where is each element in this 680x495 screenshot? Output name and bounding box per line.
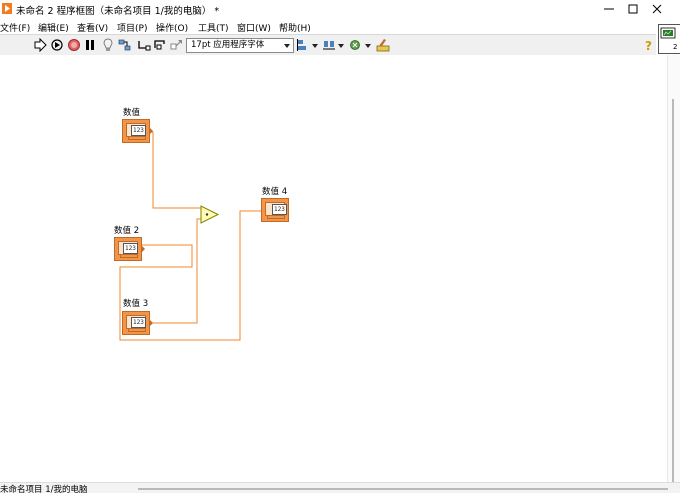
numeric-type-badge: 123	[131, 125, 146, 136]
menu-file[interactable]: 文件(F)	[0, 24, 31, 34]
numeric-type-badge: 123	[123, 243, 138, 254]
menu-help[interactable]: 帮助(H)	[279, 24, 311, 34]
menu-tools[interactable]: 工具(T)	[198, 24, 229, 34]
vi-icon[interactable]: 2	[658, 24, 680, 54]
menu-operate[interactable]: 操作(O)	[156, 24, 189, 34]
numeric-indicator-4[interactable]: 123	[261, 198, 289, 222]
project-path: 未命名项目 1/我的电脑	[0, 485, 88, 495]
numeric-type-badge: 123	[131, 317, 146, 328]
retain-wire-icon[interactable]	[118, 38, 132, 52]
close-icon	[652, 4, 662, 14]
numeric-control-2[interactable]: 123	[114, 237, 145, 261]
wire-numeric-1	[150, 131, 202, 209]
wire-numeric-3	[150, 218, 202, 324]
title-bar: 未命名 2 程序框图（未命名项目 1/我的电脑） *	[0, 0, 680, 18]
vertical-scrollbar[interactable]	[667, 55, 680, 485]
step-out-icon[interactable]	[169, 38, 183, 52]
run-arrow-icon[interactable]	[33, 38, 47, 52]
numeric-type-badge: 123	[272, 204, 287, 215]
font-selector-value: 17pt 应用程序字体	[191, 40, 265, 50]
status-bar: 未命名项目 1/我的电脑	[0, 482, 680, 495]
run-continuous-icon[interactable]	[50, 38, 64, 52]
block-diagram-canvas[interactable]: 数值 123 数值 2 123 数值 3 123 数值 4 123	[0, 55, 667, 482]
maximize-button[interactable]	[610, 0, 656, 18]
numeric-control-1[interactable]: 123	[122, 119, 153, 143]
chevron-down-icon	[284, 44, 290, 48]
align-icon[interactable]	[297, 38, 319, 52]
step-into-icon[interactable]	[137, 38, 151, 52]
maximize-icon	[628, 4, 638, 14]
wires-layer	[119, 131, 261, 341]
minimize-button[interactable]	[586, 0, 632, 18]
close-button[interactable]	[634, 0, 680, 18]
menu-project[interactable]: 项目(P)	[117, 24, 148, 34]
highlight-bulb-icon[interactable]	[101, 38, 115, 52]
help-icon[interactable]: ?	[642, 38, 656, 52]
menu-view[interactable]: 查看(V)	[77, 24, 109, 34]
vertical-scroll-thumb[interactable]	[672, 99, 674, 485]
abort-icon[interactable]	[67, 38, 81, 52]
wire-numeric-2	[119, 210, 261, 341]
labview-app-icon	[2, 3, 12, 14]
svg-text:?: ?	[645, 39, 652, 52]
font-selector[interactable]: 17pt 应用程序字体	[186, 38, 294, 53]
distribute-icon[interactable]	[323, 38, 345, 52]
numeric-label-2: 数值 2	[114, 226, 140, 236]
menu-edit[interactable]: 编辑(E)	[38, 24, 69, 34]
menu-bar: 文件(F) 编辑(E) 查看(V) 项目(P) 操作(O) 工具(T) 窗口(W…	[0, 18, 680, 34]
minimize-icon	[604, 8, 614, 10]
menu-window[interactable]: 窗口(W)	[237, 24, 271, 34]
numeric-label-4: 数值 4	[262, 187, 288, 197]
compare-icon	[200, 205, 220, 224]
svg-text:2: 2	[673, 43, 677, 51]
pause-icon[interactable]	[83, 38, 97, 52]
numeric-control-3[interactable]: 123	[122, 311, 153, 335]
toolbar: 17pt 应用程序字体 ?	[0, 34, 656, 56]
step-over-icon[interactable]	[153, 38, 167, 52]
horizontal-scroll-thumb[interactable]	[138, 488, 668, 490]
reorder-icon[interactable]	[350, 38, 372, 52]
numeric-label-3: 数值 3	[123, 299, 149, 309]
cleanup-icon[interactable]	[376, 38, 390, 52]
window-title: 未命名 2 程序框图（未命名项目 1/我的电脑） *	[16, 6, 220, 17]
numeric-label-1: 数值	[123, 108, 141, 118]
